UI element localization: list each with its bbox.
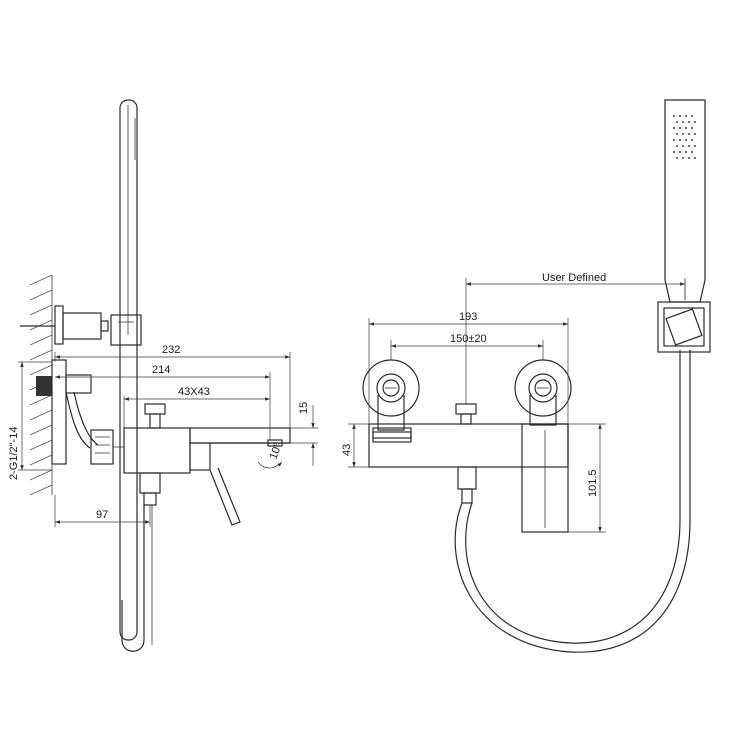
dim-214: 214 [152, 364, 170, 376]
hose-front [454, 350, 691, 653]
dim-thread: 2-G1/2"-14 [8, 427, 20, 480]
dim-232: 232 [162, 344, 180, 356]
side-view: 232 214 43X43 15 10° 97 [8, 99, 318, 652]
shower-nozzles-icon [673, 115, 696, 159]
dim-10deg: 10° [268, 441, 285, 461]
flange-right [514, 359, 572, 426]
dim-43x43: 43X43 [178, 386, 210, 398]
dim-150: 150±20 [450, 333, 487, 345]
slide-rail [119, 99, 138, 641]
shower-holder [657, 301, 711, 353]
dim-user-defined: User Defined [542, 272, 606, 284]
dimensions-front: User Defined 193 150±20 43 101.5 [341, 272, 686, 533]
hose-side [121, 505, 145, 652]
dim-15: 15 [298, 402, 310, 414]
mixer-body-front [368, 403, 569, 533]
wall-bracket-upper [20, 305, 142, 346]
mixer-body-side [123, 403, 291, 526]
dim-101-5: 101.5 [587, 469, 599, 497]
dimensions-side: 232 214 43X43 15 10° 97 [8, 344, 318, 527]
eccentric-inlet [36, 359, 124, 465]
hand-shower [664, 99, 706, 303]
flange-left [362, 359, 420, 431]
front-view: User Defined 193 150±20 43 101.5 [341, 99, 711, 653]
dim-97: 97 [96, 509, 108, 521]
dim-193: 193 [459, 311, 477, 323]
dim-43: 43 [341, 444, 353, 456]
